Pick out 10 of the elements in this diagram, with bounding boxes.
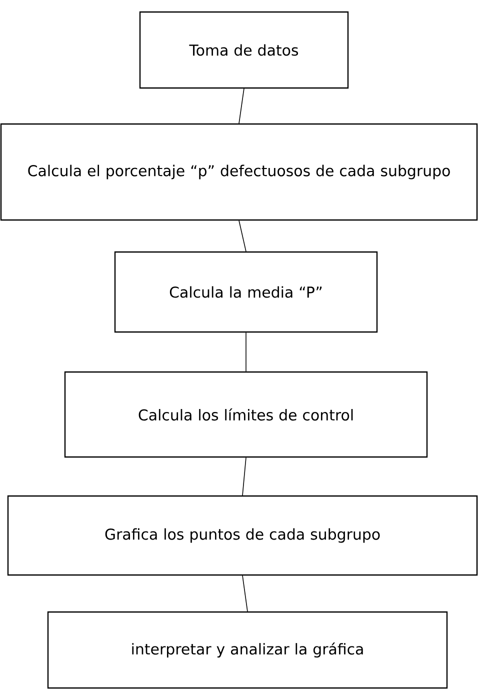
process-box: interpretar y analizar la gráfica — [47, 611, 448, 689]
connector-line — [242, 575, 248, 612]
process-box: Calcula el porcentaje “p” defectuosos de cada subgrupo — [0, 123, 478, 221]
connector-line — [242, 457, 246, 496]
process-box: Toma de datos — [139, 11, 349, 89]
connector-line — [238, 220, 246, 252]
process-box: Grafica los puntos de cada subgrupo — [7, 495, 478, 576]
process-box: Calcula la media “P” — [114, 251, 378, 333]
process-box: Calcula los límites de control — [64, 371, 428, 458]
connector-line — [238, 88, 244, 124]
